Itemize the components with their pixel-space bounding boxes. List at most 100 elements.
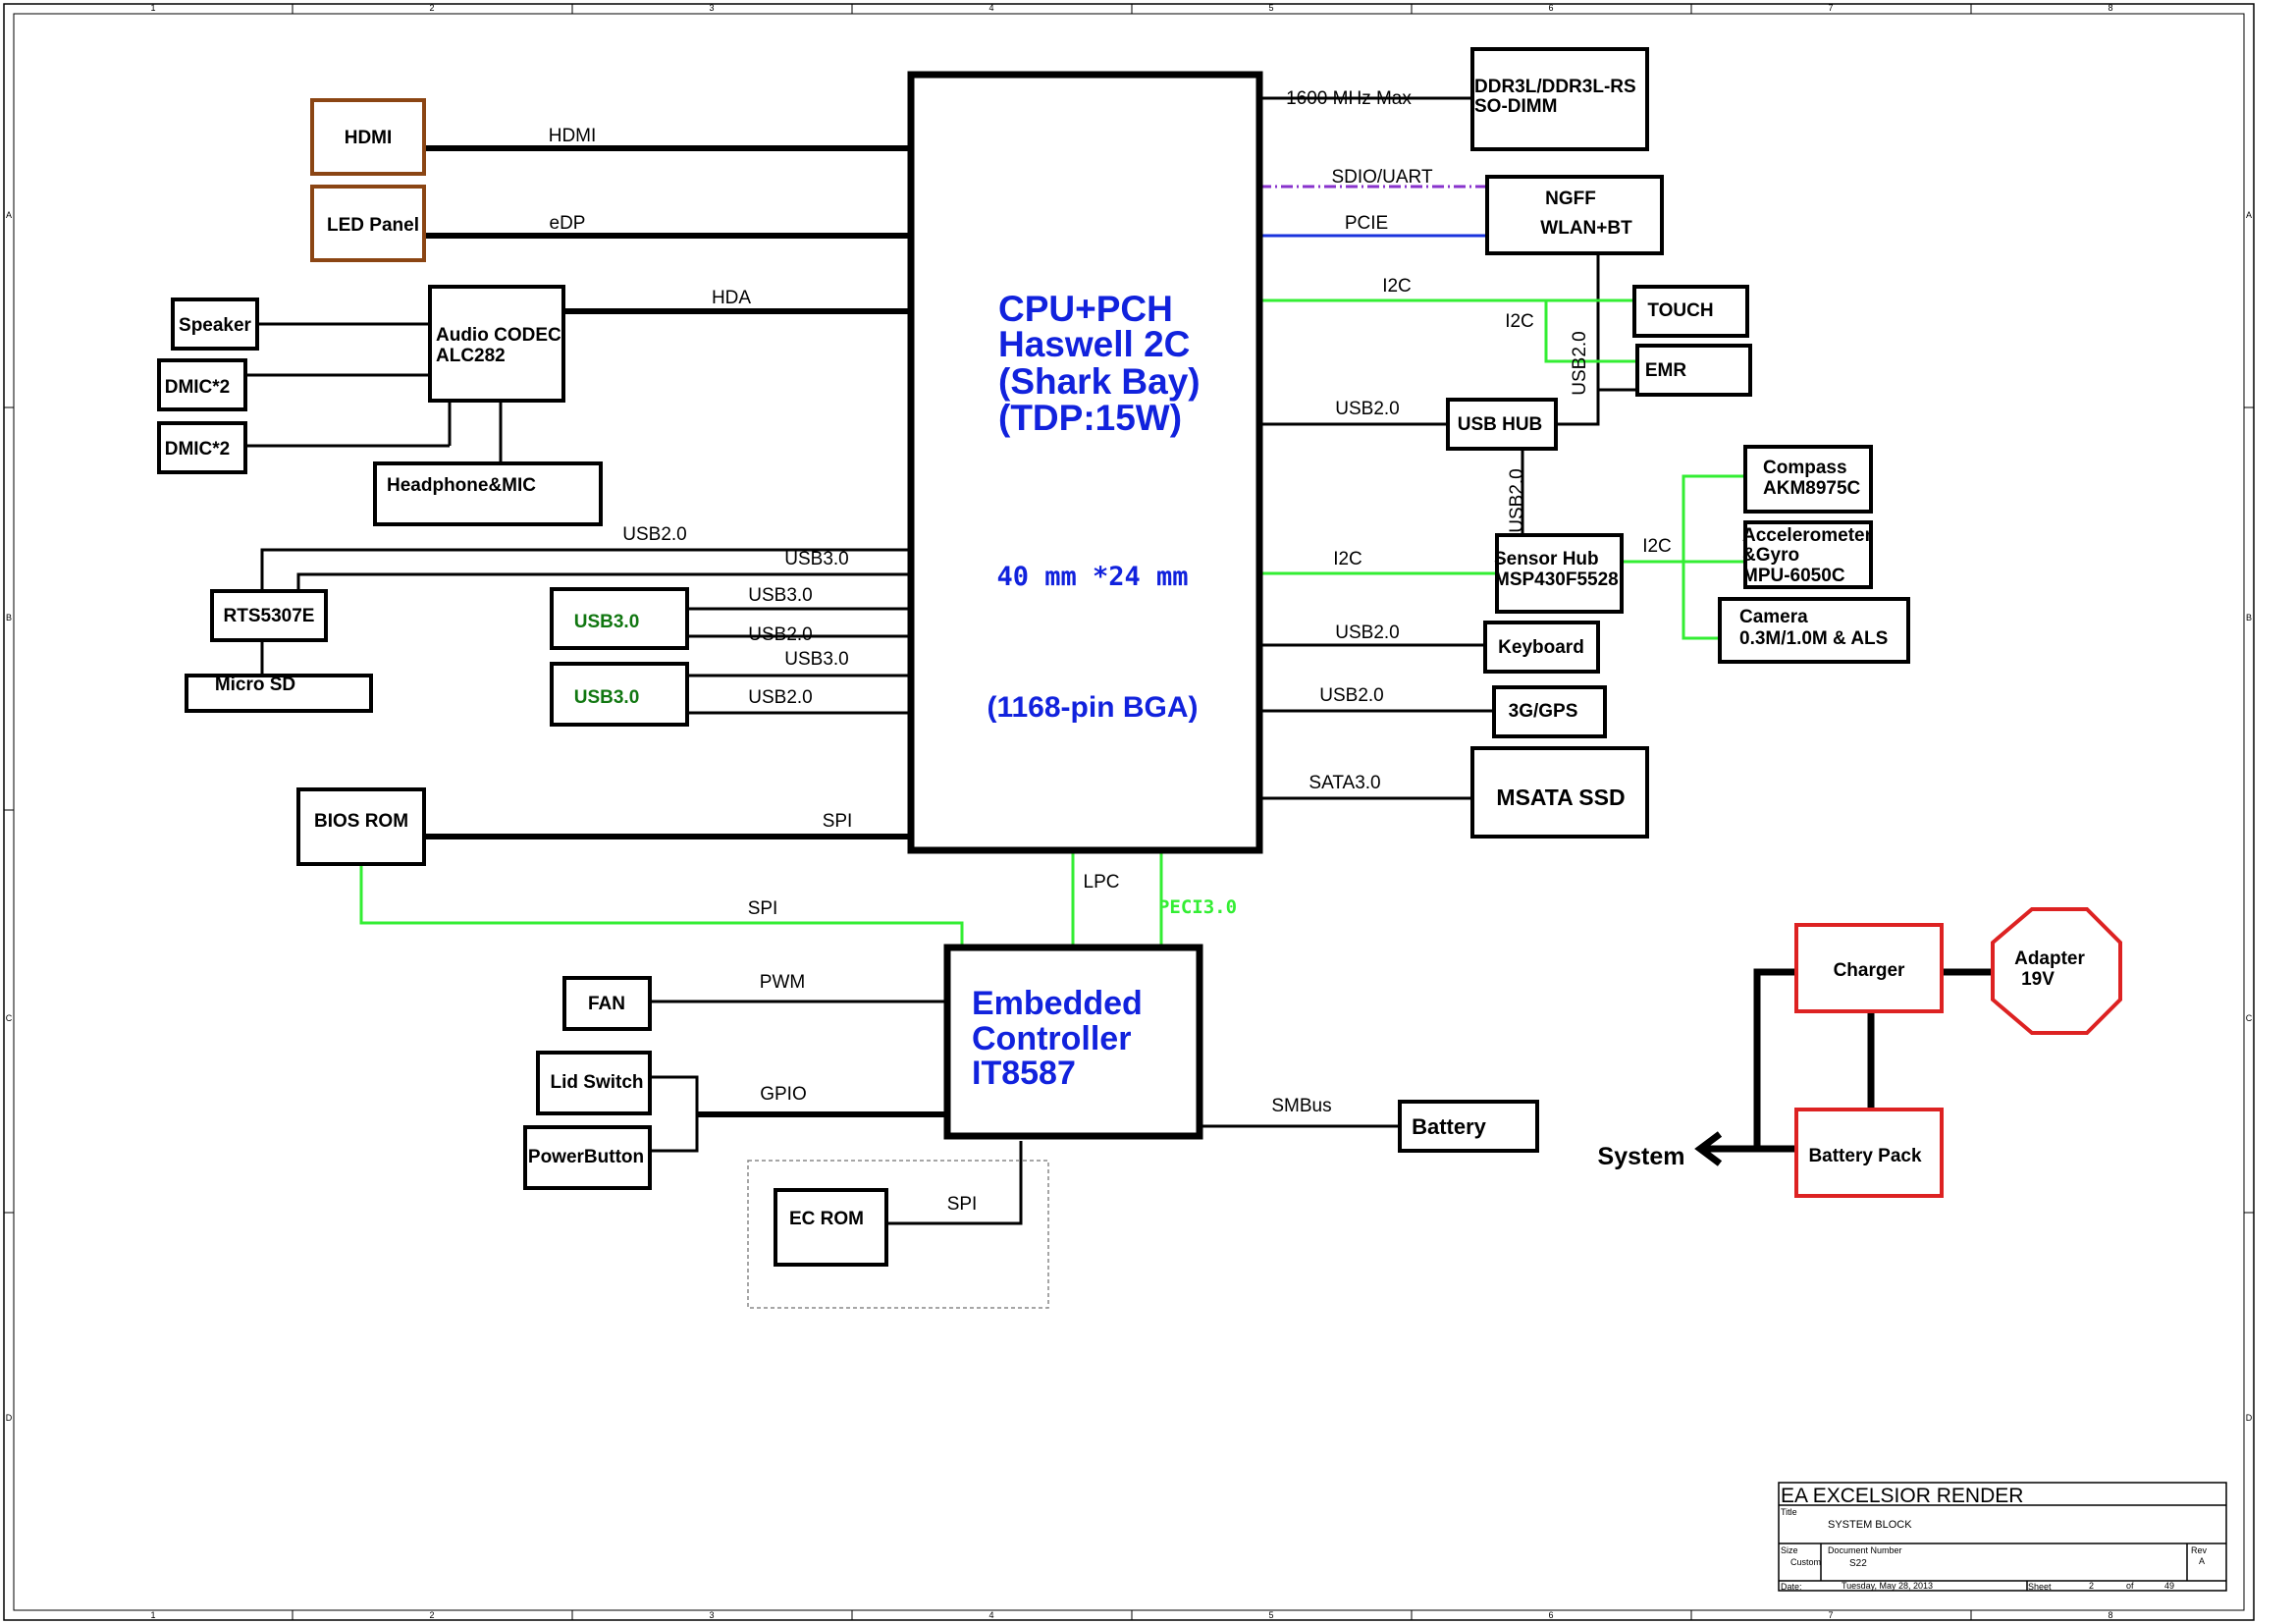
title-block-of-label: of [2126,1581,2134,1591]
title-block-rev: A [2199,1556,2205,1566]
compass-part: AKM8975C [1763,478,1861,499]
wires-i2c [359,298,1745,947]
signal-usb30-b: USB3.0 [784,649,848,670]
sensor-hub-label: Sensor Hub [1494,549,1599,569]
battery-pack-block [1794,1108,1944,1198]
row-label: D [2246,1413,2253,1423]
charger-label: Charger [1834,960,1905,981]
col-label: 5 [1268,1610,1273,1620]
col-label: 3 [709,3,714,13]
signal-pwm: PWM [760,972,805,993]
emr-block [1635,344,1752,397]
signal-usb20-gps: USB2.0 [1319,685,1383,706]
led-panel-connector [310,185,426,262]
lid-switch-label: Lid Switch [551,1072,644,1093]
signal-gpio: GPIO [760,1084,807,1105]
row-label: D [6,1413,13,1423]
signal-i2c-sensors: I2C [1642,536,1672,557]
col-label: 1 [150,3,155,13]
headphone-mic-label: Headphone&MIC [387,475,536,496]
title-block-size-label: Size [1781,1545,1798,1555]
speaker-block [171,298,259,351]
col-label: 6 [1548,1610,1553,1620]
signal-edp: eDP [550,213,586,234]
dmic-label-1: DMIC*2 [165,377,231,398]
accelerometer-part: MPU-6050C [1742,566,1845,586]
signal-i2c-emr: I2C [1505,311,1534,332]
ngff-label: NGFF [1545,189,1596,209]
title-block [1778,1482,2227,1592]
row-label: A [2246,210,2252,220]
usb30-port-2 [550,662,689,727]
accelerometer-block [1743,520,1873,589]
usb30-label-2: USB3.0 [574,687,640,708]
cpu-package-label: (1168-pin BGA) [987,691,1198,724]
title-block-docnum: S22 [1849,1558,1867,1569]
ddr-sodimm-label: SO-DIMM [1474,96,1557,117]
signal-spi-ecrom: SPI [947,1194,978,1215]
micro-sd-label: Micro SD [215,675,295,695]
signal-hda: HDA [712,288,751,308]
signal-usb30-rts: USB3.0 [784,549,848,569]
power-wires [1694,968,1993,1166]
signal-usb20-vert2: USB2.0 [1507,468,1527,532]
wlan-bt-label: WLAN+BT [1540,218,1632,239]
row-label: C [2246,1013,2253,1023]
signal-usb20-a: USB2.0 [748,624,812,645]
gyro-label: &Gyro [1742,545,1799,566]
title-block-date-label: Date: [1781,1582,1802,1592]
title-block-total: 49 [2164,1581,2174,1591]
signal-hdmi: HDMI [549,126,597,146]
title-block-sheet-label: Sheet [2028,1582,2052,1592]
title-block-company: EA EXCELSIOR RENDER [1781,1485,2023,1507]
col-label: 2 [429,1610,434,1620]
ec-rom-label: EC ROM [789,1209,864,1229]
ec-title-line1: Embedded [972,985,1143,1022]
touch-block [1632,285,1749,338]
accelerometer-label: Accelerometer [1742,525,1873,546]
adapter-octagon [1991,907,2122,1035]
rts5307e-label: RTS5307E [224,606,315,626]
power-button-label: PowerButton [528,1147,644,1167]
camera-part: 0.3M/1.0M & ALS [1739,628,1888,649]
cpu-title-line4: (TDP:15W) [998,398,1182,438]
title-block-date: Tuesday, May 28, 2013 [1842,1581,1933,1591]
cpu-pch-block [907,71,1263,854]
ddr-sodimm-block [1470,47,1649,151]
row-label: C [6,1013,13,1023]
signal-ddr: 1600 MHz Max [1286,88,1412,109]
title-block-size: Custom [1790,1557,1821,1567]
msata-ssd-label: MSATA SSD [1496,785,1625,810]
keyboard-block [1483,621,1600,674]
lid-switch-block [536,1051,652,1115]
signal-usb30-a: USB3.0 [748,585,812,606]
title-block-title: SYSTEM BLOCK [1828,1519,1912,1531]
usb30-port-1 [550,587,689,650]
signal-peci: PECI3.0 [1158,896,1237,918]
adapter-label: Adapter [2014,948,2085,969]
dmic-label-2: DMIC*2 [165,439,231,460]
drawing-frame [3,3,2255,1621]
ddr-label: DDR3L/DDR3L-RS [1474,77,1636,97]
touch-label: TOUCH [1647,300,1713,321]
signal-usb20-hub: USB2.0 [1335,399,1399,419]
speaker-label: Speaker [179,315,252,336]
bios-rom-label: BIOS ROM [314,811,408,832]
audio-codec-block [428,285,565,403]
cpu-title-line2: Haswell 2C [998,324,1190,364]
col-label: 7 [1828,1610,1833,1620]
title-block-rev-label: Rev [2191,1545,2208,1555]
title-block-title-label: Title [1781,1507,1797,1517]
dmic-block-1 [157,358,247,411]
emr-label: EMR [1645,360,1687,381]
col-label: 2 [429,3,434,13]
camera-block [1718,597,1910,664]
col-label: 6 [1548,3,1553,13]
bios-rom-block [296,787,426,866]
signal-usb20-kb: USB2.0 [1335,623,1399,643]
wires-thick [424,145,947,1117]
hdmi-connector [310,98,426,176]
led-panel-label: LED Panel [327,215,419,236]
fan-block [562,976,652,1031]
signal-sdio: SDIO/UART [1331,167,1433,188]
